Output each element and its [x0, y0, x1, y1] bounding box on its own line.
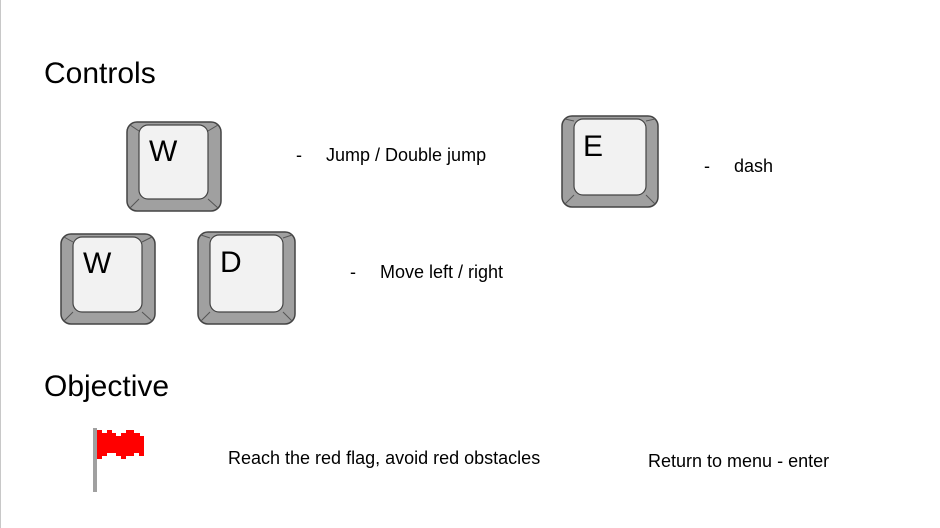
objective-text: Reach the red flag, avoid red obstacles — [228, 448, 541, 468]
d-key-move-right-icon — [197, 231, 296, 325]
w-key-move-left-icon — [60, 233, 156, 325]
return-to-menu-text: Return to menu - enter — [648, 451, 830, 471]
jump-description: Jump / Double jump — [326, 145, 487, 165]
move-description: Move left / right — [380, 262, 504, 282]
page-left-border — [0, 0, 1, 528]
dash-separator: - — [704, 156, 710, 176]
red-flag-icon — [88, 424, 152, 496]
dash-description: dash — [734, 156, 774, 176]
controls-heading: Controls — [44, 57, 156, 90]
e-key-dash-icon — [561, 115, 659, 208]
move-separator: - — [350, 262, 356, 282]
d-key-label: D — [220, 246, 242, 279]
e-key-label: E — [583, 130, 604, 163]
w-key-jump-icon — [126, 121, 222, 212]
w-key-move-label: W — [83, 247, 112, 280]
objective-heading: Objective — [44, 370, 170, 403]
w-key-label: W — [149, 135, 178, 168]
jump-separator: - — [296, 145, 302, 165]
